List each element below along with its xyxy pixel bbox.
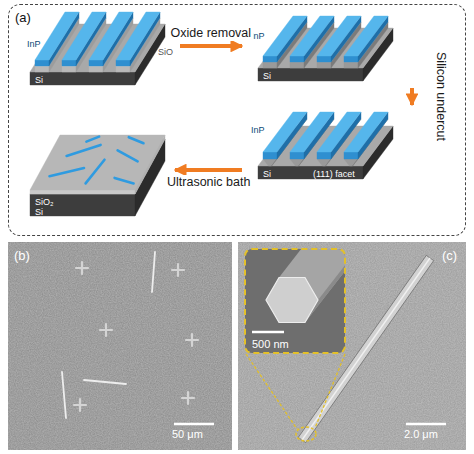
process-stage: InP Si (111) facet (246, 109, 421, 183)
zoom-marker (296, 427, 316, 441)
step-label: Oxide removal (169, 26, 254, 41)
sem-ground (238, 242, 466, 450)
prism-face (344, 152, 358, 159)
wire-end (266, 249, 345, 323)
nanowire (115, 178, 134, 184)
prism-face (344, 56, 358, 62)
prism-face (317, 62, 331, 68)
prism-face (62, 60, 76, 66)
prism-face (263, 159, 277, 166)
sem-ground (8, 242, 232, 450)
stage-art (258, 16, 393, 81)
prism-face (116, 60, 130, 66)
prism-face (263, 56, 277, 62)
panel-letter: (b) (14, 248, 30, 264)
sem-panel: (b) 50 μm (8, 242, 232, 450)
zoom-line (246, 354, 297, 429)
panel-letter: (c) (442, 248, 457, 264)
material-label: Si (263, 71, 271, 82)
nanowire (86, 160, 105, 184)
prism-face (35, 60, 49, 66)
prism-face (290, 152, 304, 159)
prism-face (30, 135, 165, 190)
sem-grain (8, 242, 232, 450)
process-stage: InPSi (246, 11, 421, 84)
prism-face (258, 166, 363, 179)
stage-art (30, 135, 165, 216)
facet-label: (111) facet (313, 169, 355, 180)
prism-face (62, 66, 76, 72)
material-label: InP (251, 125, 265, 136)
prism-face (263, 62, 277, 68)
process-arrow (410, 88, 414, 105)
process-arrow (175, 168, 242, 172)
prism-face (317, 152, 331, 159)
scale-bar (406, 423, 446, 426)
scale-label: 2.0 μm (404, 428, 438, 441)
prism-face (116, 66, 130, 72)
prism-face (35, 66, 49, 72)
material-label: Si (263, 169, 271, 180)
sem-image-c (238, 175, 466, 451)
stage-art (258, 112, 393, 179)
prism-face (344, 16, 388, 56)
material-label: Si (35, 207, 43, 218)
schematic-art (30, 12, 393, 216)
step-label: Ultrasonic bath (165, 175, 252, 190)
prism-face (290, 159, 304, 166)
nanowire (118, 150, 138, 161)
process-stage: InP SiO Si (23, 15, 176, 93)
prism-face (290, 56, 304, 62)
scale-bar (174, 423, 214, 426)
stage-art (30, 12, 165, 85)
material-label: InP (27, 39, 41, 50)
panel-letter: (a) (15, 10, 31, 26)
prism-face (30, 190, 135, 194)
nanowire (129, 137, 144, 143)
step-label: Silicon undercut (432, 50, 447, 143)
nanowire (67, 145, 101, 156)
alignment-marks (74, 262, 198, 411)
material-label: SiO (158, 47, 173, 58)
prism-face (263, 152, 277, 159)
prism-face (258, 68, 363, 81)
inset-zoom: 500 nm (244, 248, 346, 354)
material-label: Si (35, 75, 43, 86)
nanowire (86, 137, 99, 142)
prism-face (317, 159, 331, 166)
material-label: SiO₂ (35, 197, 54, 208)
process-stage: SiO₂Si (23, 111, 171, 229)
sem-image-b (8, 242, 232, 450)
nanowires (62, 252, 155, 418)
scale-label: 50 μm (172, 428, 203, 441)
prism-face (89, 66, 103, 72)
prism-face (116, 12, 160, 60)
process-arrow (180, 44, 242, 48)
prism-face (344, 62, 358, 68)
zoom-line (315, 354, 345, 428)
prism-face (344, 159, 358, 166)
prism-face (30, 72, 135, 85)
scale-bar (252, 331, 284, 334)
prism-face (317, 56, 331, 62)
sem-panel: 500 nm (c) 2.0 μm (238, 242, 466, 450)
prism-face (344, 112, 388, 152)
prism-face (290, 62, 304, 68)
prism-face (89, 60, 103, 66)
nanowire (50, 168, 85, 176)
scale-label: 500 nm (252, 338, 289, 351)
sem-grain (238, 242, 466, 450)
prism-face (30, 194, 135, 216)
